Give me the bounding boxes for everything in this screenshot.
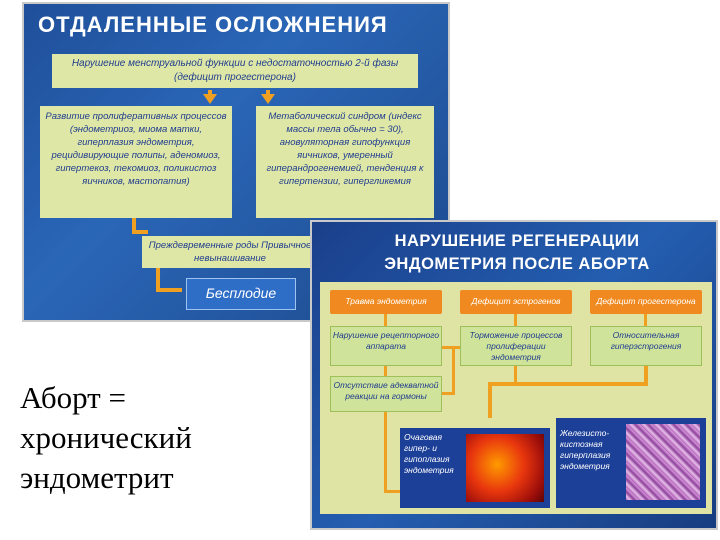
arrow-down-icon (203, 94, 217, 104)
connector-line (514, 366, 517, 384)
connector-h-bottom (384, 490, 400, 493)
box-glandular-cystic-hyperplasia: Железисто-кистозная гиперплазия эндометр… (556, 418, 706, 508)
caption-text: Аборт = хронический эндометрит (20, 378, 290, 498)
slide1-top-box: Нарушение менструальной функции с недост… (52, 54, 418, 88)
connector-line (384, 366, 387, 376)
arrow-stem-mid-h (132, 230, 148, 234)
box-proliferation-inhibition: Торможение процессов пролиферации эндоме… (460, 326, 572, 366)
box-focal-hyperplasia: Очаговая гипер- и гипоплазия эндометрия (400, 428, 550, 508)
slide2-title: НАРУШЕНИЕ РЕГЕНЕРАЦИИ ЭНДОМЕТРИЯ ПОСЛЕ А… (322, 230, 712, 280)
connector-line (644, 314, 647, 326)
slide1-infertility-box: Бесплодие (186, 278, 296, 310)
box-relative-hyperestrogenism: Относительная гиперэстрогения (590, 326, 702, 366)
arrow-down-icon (261, 94, 275, 104)
arrow-stem-right (266, 90, 270, 96)
arrow-stem-bottom (156, 268, 160, 290)
connector-line (384, 314, 387, 326)
connector-down-left (488, 382, 492, 418)
slide2-diagram-panel: Травма эндометрия Дефицит эстрогенов Деф… (320, 282, 712, 514)
header-estrogen-deficit: Дефицит эстрогенов (460, 290, 572, 314)
connector-bar (488, 382, 648, 386)
slide2-title-line1: НАРУШЕНИЕ РЕГЕНЕРАЦИИ (394, 232, 640, 250)
arrow-stem-left (208, 90, 212, 96)
connector-line (644, 366, 648, 386)
header-progesterone-deficit: Дефицит прогестерона (590, 290, 702, 314)
focal-hyperplasia-label: Очаговая гипер- и гипоплазия эндометрия (404, 432, 454, 475)
slide-remote-complications: ОТДАЛЕННЫЕ ОСЛОЖНЕНИЯ Нарушение менструа… (22, 2, 450, 322)
connector-line-v (452, 346, 455, 392)
histology-photo-purple (626, 424, 700, 500)
slide1-premature-birth-box: Преждевременные роды Привычное невынашив… (142, 236, 318, 268)
connector-line (514, 314, 517, 326)
slide1-title: ОТДАЛЕННЫЕ ОСЛОЖНЕНИЯ (38, 12, 388, 37)
arrow-stem-bottom-h (156, 288, 182, 292)
glandular-cystic-label: Железисто-кистозная гиперплазия эндометр… (560, 428, 611, 471)
connector-line-h (442, 392, 455, 395)
slide2-title-line2: ЭНДОМЕТРИЯ ПОСЛЕ АБОРТА (384, 255, 650, 273)
header-endometrial-trauma: Травма эндометрия (330, 290, 442, 314)
caption-line3: эндометрит (20, 460, 174, 495)
box-no-hormone-reaction: Отсутствие адекватной реакции на гормоны (330, 376, 442, 412)
arrow-stem-mid (132, 218, 136, 232)
caption-line1: Аборт = (20, 380, 126, 415)
caption-line2: хронический (20, 420, 192, 455)
slide1-proliferative-box: Развитие пролиферативных процессов (эндо… (40, 106, 232, 218)
connector-line-h (442, 346, 460, 349)
slide-regeneration-disorder: НАРУШЕНИЕ РЕГЕНЕРАЦИИ ЭНДОМЕТРИЯ ПОСЛЕ А… (310, 220, 718, 530)
connector-down-long (384, 412, 387, 492)
endometrium-photo-red (466, 434, 544, 502)
slide1-metabolic-box: Метаболический синдром (индекс массы тел… (256, 106, 434, 218)
box-receptor-disorder: Нарушение рецепторного аппарата (330, 326, 442, 366)
